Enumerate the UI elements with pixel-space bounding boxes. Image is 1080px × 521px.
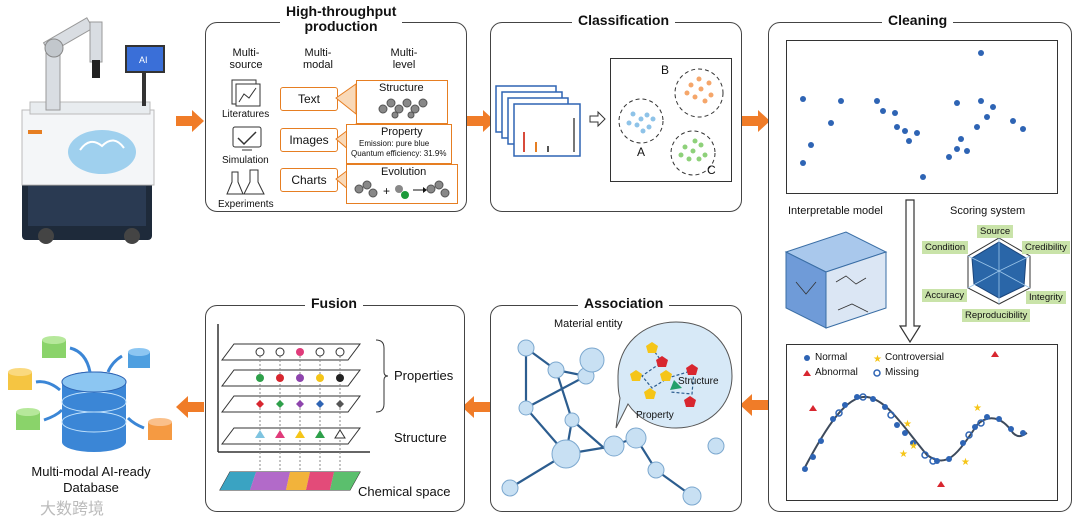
fusion-properties-label: Properties [394, 368, 454, 383]
association-title: Association [578, 295, 670, 311]
scoring-system-label: Scoring system [950, 205, 1026, 217]
classification-arrow-icon [589, 110, 606, 128]
arrow-classification-to-cleaning [742, 110, 770, 132]
fusion-chemical-space-label: Chemical space [358, 484, 451, 499]
cleaning-title: Cleaning [882, 12, 954, 28]
association-property-label: Property [636, 410, 674, 421]
svg-text:★: ★ [973, 403, 982, 414]
fusion-structure-label: Structure [394, 430, 447, 445]
source-experiments: Experiments [218, 199, 274, 210]
svg-text:+: + [383, 184, 390, 198]
arrow-association-to-fusion [462, 396, 490, 418]
modal-charts-box: Charts [280, 168, 338, 192]
interpretable-model-label: Interpretable model [788, 205, 883, 217]
radar-label-source: Source [977, 225, 1014, 238]
legend-missing: Missing [885, 367, 919, 378]
htp-col-source: Multi-source [229, 47, 263, 71]
cleaned-fit-plot: ★★★★★ ★ Normal Controversial Abnormal Mi… [786, 344, 1058, 501]
interpretable-model-cube [784, 231, 888, 329]
raw-scatter-plot [786, 40, 1058, 194]
classification-title: Classification [572, 12, 676, 28]
svg-text:★: ★ [899, 449, 908, 460]
cleaning-down-arrow [898, 199, 922, 344]
fusion-layers-diagram [217, 324, 370, 491]
scoring-radar-chart [967, 237, 1031, 305]
level-evolution-box: Evolution + [346, 164, 458, 204]
arrow-fusion-to-database [176, 396, 204, 418]
experiments-icon [226, 169, 265, 195]
legend-controversial: Controversial [885, 352, 944, 363]
cluster-plot: A B C [610, 58, 732, 182]
svg-text:AI: AI [139, 55, 148, 65]
cluster-label-b: B [661, 63, 670, 77]
radar-label-integrity: Integrity [1026, 291, 1066, 304]
svg-text:★: ★ [909, 441, 918, 452]
simulation-icon [232, 126, 262, 151]
material-entity-bubble [615, 321, 733, 429]
fusion-title: Fusion [305, 295, 363, 311]
robot-illustration: AI [10, 10, 170, 250]
radar-label-reproducibility: Reproducibility [962, 309, 1031, 322]
legend-abnormal: Abnormal [815, 367, 858, 378]
literature-icon [231, 79, 261, 107]
cluster-label-c: C [707, 163, 716, 177]
modal-text-box: Text [280, 87, 338, 111]
svg-text:★: ★ [961, 457, 970, 468]
svg-text:★: ★ [903, 419, 912, 430]
association-network [501, 339, 725, 506]
arrow-robot-to-htp [176, 110, 204, 132]
cluster-label-a: A [637, 145, 646, 159]
arrow-cleaning-to-association [740, 394, 768, 416]
htp-col-modal: Multi-modal [303, 47, 333, 71]
level-structure-box: Structure [356, 80, 448, 124]
document-stack-icon [495, 85, 581, 157]
radar-label-accuracy: Accuracy [922, 289, 968, 302]
modal-images-box: Images [280, 128, 338, 152]
association-structure-label: Structure [678, 376, 719, 387]
svg-text:★: ★ [873, 354, 882, 365]
material-entity-label: Material entity [554, 318, 623, 330]
arrow-htp-to-classification [467, 110, 495, 132]
radar-label-credibility: Credibility [1022, 241, 1070, 254]
legend-normal: Normal [815, 352, 848, 363]
properties-brace [375, 339, 389, 413]
source-literatures: Literatures [222, 109, 270, 120]
radar-label-condition: Condition [922, 241, 969, 254]
watermark: 大数跨境 [40, 501, 105, 518]
source-simulation: Simulation [222, 155, 269, 166]
level-property-box: Property Emission: pure blue Quantum eff… [346, 124, 452, 164]
database-cluster-icon [8, 336, 172, 452]
htp-col-level: Multi-level [390, 47, 418, 71]
